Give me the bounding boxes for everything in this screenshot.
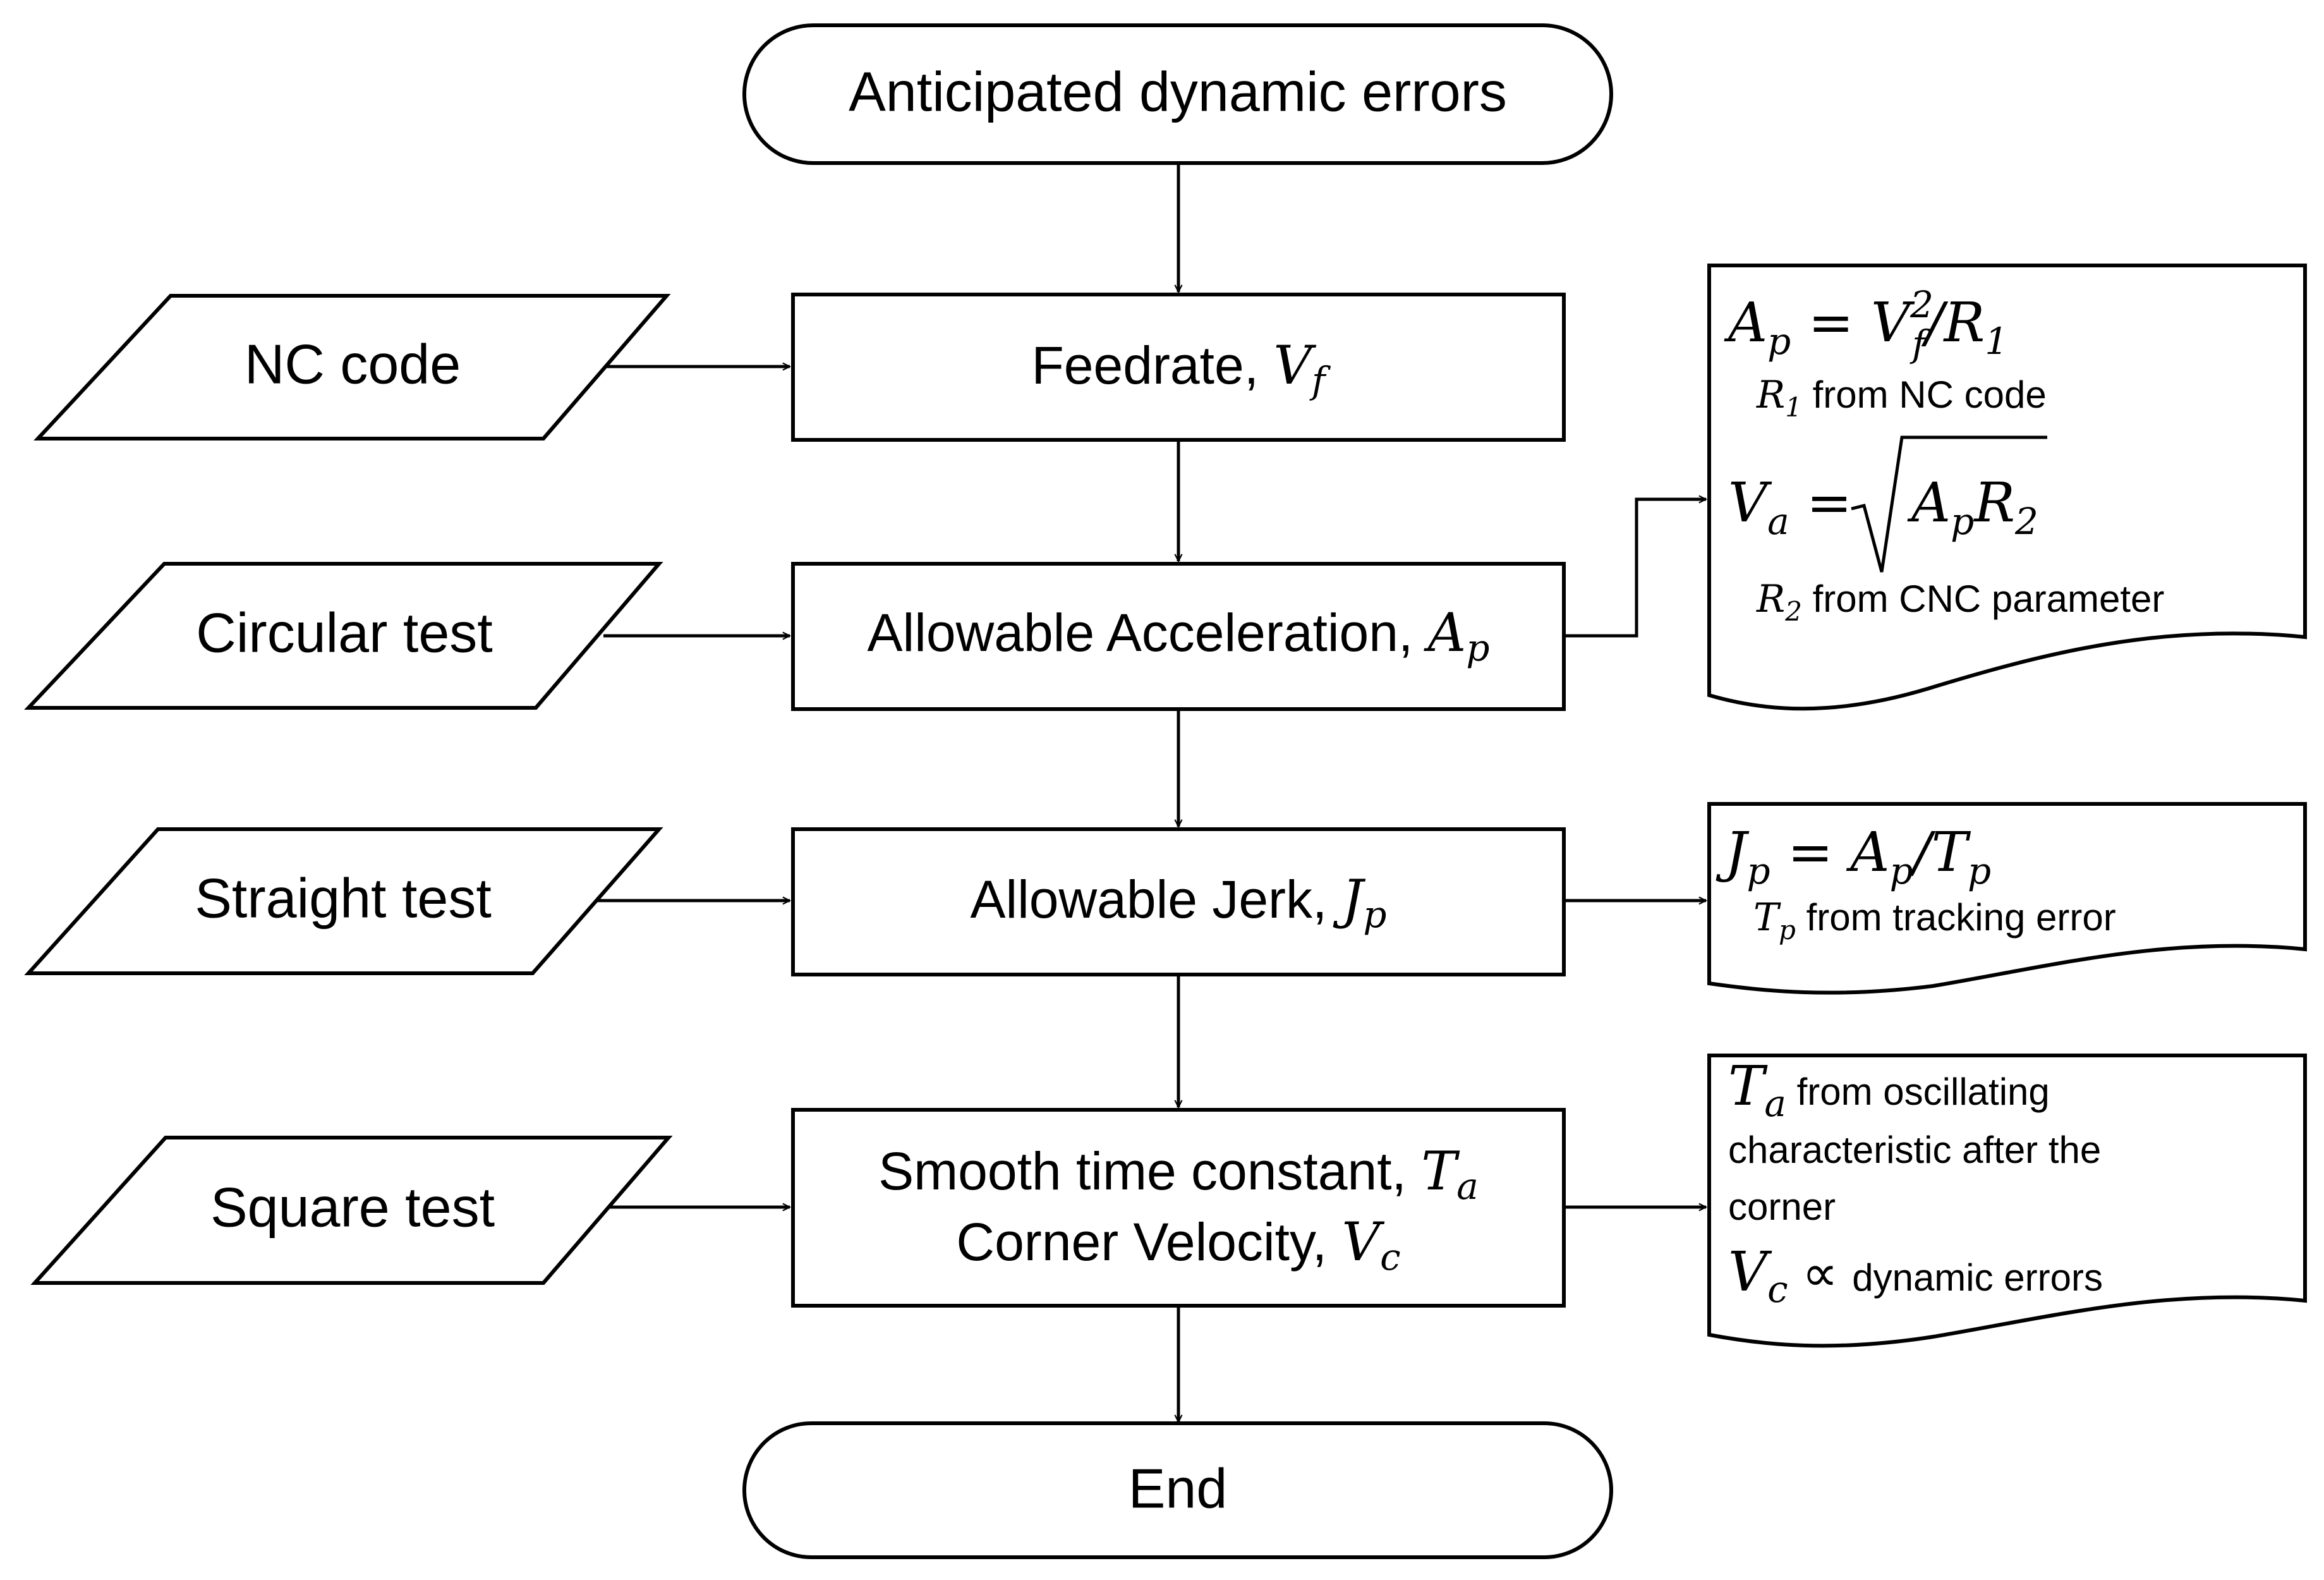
note-square-vc: Vc ∝ dynamic errors	[1728, 1241, 2103, 1311]
process-smooth-label: Smooth time constant, Ta	[878, 1140, 1479, 1208]
start-label: Anticipated dynamic errors	[849, 60, 1507, 123]
start-terminator: Anticipated dynamic errors	[742, 23, 1613, 165]
note-square-ta: Ta from oscillating	[1728, 1055, 2050, 1125]
process-feedrate-label: Feedrate, Vf	[1031, 334, 1331, 402]
sqrt-symbol	[1851, 435, 2047, 573]
note-jerk-tp: Tp from tracking error	[1753, 896, 2116, 945]
connectors	[597, 163, 1706, 1422]
input-circular-test: Circular test	[24, 562, 663, 710]
arrow-acceleration-to-note	[1564, 499, 1706, 638]
note-jerk-eq: Jp = Ap/Tp	[1716, 821, 1991, 892]
note-square: Ta from oscillating characteristic after…	[1707, 1054, 2307, 1348]
note-accel-eq2-radicand: ApR2	[1907, 471, 2038, 543]
end-label: End	[1129, 1457, 1228, 1519]
input-straight-test-label: Straight test	[195, 866, 492, 929]
input-nc-code: NC code	[33, 294, 671, 441]
note-square-line2: characteristic after the	[1728, 1129, 2101, 1171]
input-square-test: Square test	[30, 1136, 673, 1285]
process-allowable-acceleration: Allowable Acceleration, Ap	[791, 562, 1566, 711]
input-nc-code-label: NC code	[245, 332, 461, 395]
process-acceleration-label: Allowable Acceleration, Ap	[868, 602, 1490, 669]
input-straight-test: Straight test	[24, 827, 663, 975]
end-terminator: End	[742, 1421, 1613, 1559]
note-accel-eq2: Va =	[1728, 471, 1852, 543]
process-allowable-jerk: Allowable Jerk, Jp	[791, 827, 1566, 976]
process-smooth-corner: Smooth time constant, Ta Corner Velocity…	[791, 1108, 1566, 1308]
note-accel-r1: R1 from NC code	[1756, 373, 2047, 423]
note-jerk: Jp = Ap/Tp Tp from tracking error	[1707, 802, 2307, 995]
note-accel-r2: R2 from CNC parameter	[1756, 577, 2164, 627]
process-feedrate: Feedrate, Vf	[791, 293, 1566, 442]
input-circular-test-label: Circular test	[196, 601, 492, 664]
process-jerk-label: Allowable Jerk, Jp	[970, 868, 1386, 936]
note-square-line3: corner	[1728, 1186, 1836, 1228]
input-square-test-label: Square test	[210, 1176, 495, 1238]
process-corner-label: Corner Velocity, Vc	[956, 1211, 1400, 1279]
